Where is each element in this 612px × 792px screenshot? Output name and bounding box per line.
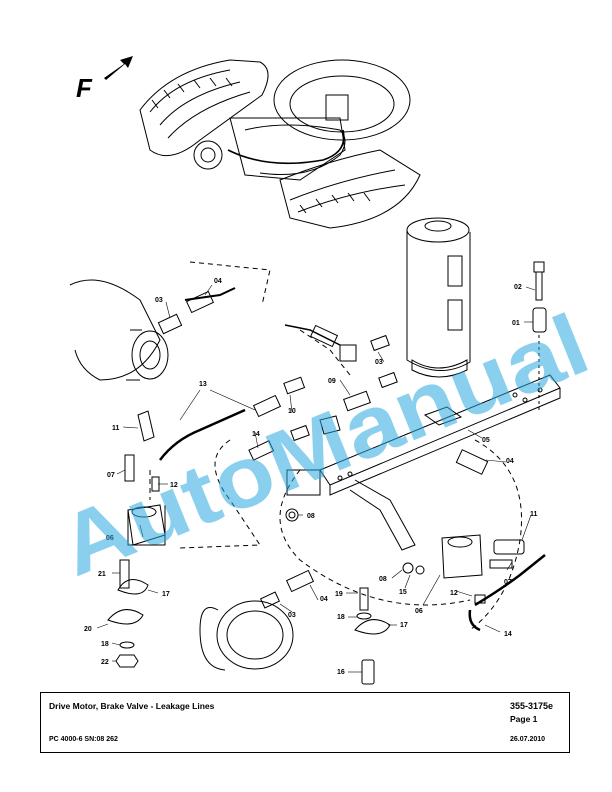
mounting-bracket <box>286 374 561 551</box>
drawing-title: Drive Motor, Brake Valve - Leakage Lines <box>49 701 215 711</box>
callout-label: 19 <box>335 591 343 598</box>
callout-label: 22 <box>101 659 109 666</box>
callout-label: 06 <box>415 608 423 615</box>
revision-date: 26.07.2010 <box>510 736 546 743</box>
callout-label: 03 <box>288 612 296 619</box>
callout-label: 01 <box>512 320 520 327</box>
model-serial: PC 4000-6 SN:08 262 <box>49 736 118 743</box>
drive-motor-top <box>69 279 169 381</box>
brake-valve-block-left <box>127 504 166 546</box>
callout-label: 11 <box>112 425 120 432</box>
callout-label: 04 <box>214 278 222 285</box>
bolt-and-spacer <box>532 261 547 410</box>
page-number: Page 1 <box>510 714 538 724</box>
callout-label: 13 <box>199 381 207 388</box>
callout-label: 14 <box>504 631 512 638</box>
callout-label: 08 <box>379 576 387 583</box>
overview-machine-sketch <box>139 59 421 229</box>
callout-label: 08 <box>307 513 315 520</box>
brake-valve-block-right <box>441 534 525 579</box>
callout-label: 02 <box>514 284 522 291</box>
callout-label: 09 <box>328 378 336 385</box>
callout-label: 03 <box>375 359 383 366</box>
callout-label: 21 <box>98 571 106 578</box>
callout-label: 17 <box>162 591 170 598</box>
callout-label: 17 <box>400 622 408 629</box>
callout-labels: 04 03 02 01 03 13 09 10 11 14 05 07 12 0… <box>84 278 538 676</box>
drive-motor-bottom <box>199 600 294 671</box>
parts-drawing: F 04 03 02 01 03 13 09 10 11 14 05 07 12… <box>46 56 601 685</box>
callout-label: 07 <box>504 579 512 586</box>
callout-label: 15 <box>399 589 407 596</box>
svg-text:F: F <box>76 73 93 103</box>
callout-label: 18 <box>337 614 345 621</box>
document-number: 355-3175e <box>510 701 554 711</box>
title-block: Drive Motor, Brake Valve - Leakage Lines… <box>40 692 570 753</box>
leader-lines <box>96 284 536 673</box>
callout-label: 20 <box>84 626 92 633</box>
callout-label: 16 <box>337 669 345 676</box>
callout-label: 11 <box>530 511 538 518</box>
brake-valve-housing <box>406 217 471 378</box>
callout-label: 18 <box>101 641 109 648</box>
callout-label: 06 <box>106 535 114 542</box>
callout-label: 04 <box>506 458 514 465</box>
callout-label: 05 <box>482 437 490 444</box>
forward-direction-marker: F <box>76 56 133 103</box>
callout-label: 04 <box>320 596 328 603</box>
callout-label: 12 <box>170 482 178 489</box>
callout-label: 07 <box>107 472 115 479</box>
callout-label: 12 <box>450 590 458 597</box>
callout-label: 14 <box>252 431 260 438</box>
callout-label: 10 <box>288 408 296 415</box>
callout-label: 03 <box>155 297 163 304</box>
